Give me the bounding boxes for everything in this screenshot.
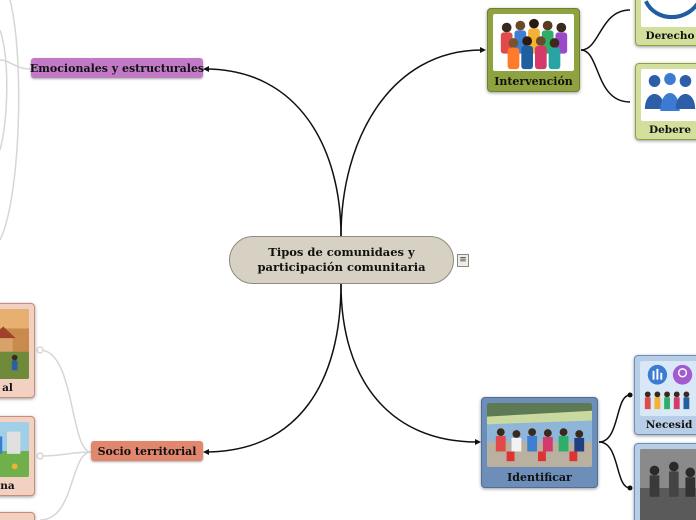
faint-link: [0, 29, 8, 151]
link-central-socio: [204, 283, 342, 453]
needs-icons-image: [640, 361, 696, 416]
link-intervencion-derechos: [580, 9, 631, 51]
historic-photo-image: [640, 449, 696, 520]
branch-socio-territorial-label: Socio territorial: [97, 444, 197, 458]
link-dot: [627, 485, 633, 491]
branch-socio-territorial[interactable]: Socio territorial: [91, 441, 203, 461]
central-topic-line2: participación comunitaria: [257, 260, 426, 274]
faint-link: [39, 349, 92, 453]
arrowhead: [480, 47, 486, 53]
leaf-left-1[interactable]: al: [0, 303, 35, 398]
leaf-derechos[interactable]: Derecho: [635, 0, 696, 46]
branch-emocionales-label: Emocionales y estructurales: [29, 61, 205, 75]
leaf-deberes[interactable]: Debere: [635, 63, 696, 140]
central-topic[interactable]: Tipos de comunidaes y participación comu…: [229, 236, 454, 284]
faint-link: [39, 451, 92, 520]
arrowhead: [203, 449, 209, 455]
leaf-historic-photo[interactable]: [634, 443, 696, 520]
branch-emocionales[interactable]: Emocionales y estructurales: [29, 58, 205, 78]
faint-link: [0, 0, 20, 241]
faint-link: [0, 59, 32, 70]
link-identificar-necesidades: [598, 394, 631, 443]
link-identificar-foto: [598, 441, 631, 489]
link-central-emocionales: [204, 68, 342, 237]
leaf-necesidades-label: Necesid: [645, 419, 693, 431]
leaf-derechos-label: Derecho: [645, 30, 695, 42]
people-hearts-image: [641, 69, 696, 121]
leaf-necesidades[interactable]: Necesid: [634, 355, 696, 435]
leaf-deberes-label: Debere: [648, 124, 692, 136]
arrowhead: [475, 439, 481, 445]
branch-intervencion-label: Intervención: [494, 75, 573, 88]
link-dot: [627, 392, 633, 398]
link-intervencion-deberes: [580, 49, 631, 103]
branch-identificar[interactable]: Identificar: [481, 397, 598, 488]
leaf-left-3[interactable]: [0, 512, 35, 520]
leaf-left-1-label: al: [2, 382, 13, 394]
leaf-left-2[interactable]: na: [0, 416, 35, 496]
faint-link: [39, 451, 92, 457]
link-central-intervencion: [340, 49, 483, 237]
branch-intervencion[interactable]: Intervención: [487, 8, 580, 92]
community-meeting-image: [487, 403, 592, 467]
village-image: [0, 309, 29, 379]
arrowhead: [203, 66, 209, 72]
rights-image: [641, 0, 696, 27]
branch-identificar-label: Identificar: [507, 471, 572, 484]
crowd-image: [493, 14, 574, 71]
notes-icon[interactable]: ≡: [457, 254, 469, 267]
link-central-identificar: [340, 283, 478, 443]
central-topic-line1: Tipos de comunidaes y: [268, 245, 415, 259]
leaf-left-2-label: na: [0, 480, 15, 492]
town-image: [0, 422, 29, 477]
